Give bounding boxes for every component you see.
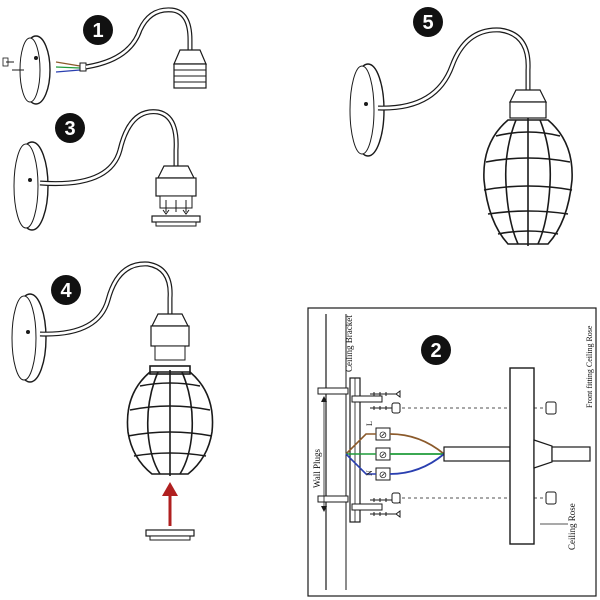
flex-cable [443,446,511,462]
step-number-3: 3 [64,118,75,140]
cage-shade [483,118,573,246]
step-badge-4 [51,275,81,305]
step-number-4: 4 [60,280,72,302]
step-number-2: 2 [430,340,441,362]
wall-plugs-label: Wall Plugs [312,448,322,488]
ceiling-bracket-label: Ceiling Bracket [344,315,354,372]
terminal-symbol-earth: ⊘ [379,450,387,461]
step-number-1: 1 [92,20,103,42]
terminal-symbol-live: ⊘ [379,430,387,441]
wire-brown [55,61,81,67]
shade-ring [151,215,201,223]
step-badge-5 [413,7,443,37]
ceiling-rose [509,367,535,545]
goose-neck-arm [377,27,531,111]
shade-ring [145,529,195,537]
step-badge-1 [83,15,113,45]
step-2-panel: ⊘ ⊘ ⊘ L N Ceiling Bracket Wall Plugs [307,307,597,597]
lamp-holder [157,165,195,179]
terminal-block-live: ⊘ [375,427,391,441]
terminal-symbol-neutral: ⊘ [379,470,387,481]
cage-shade [126,365,214,476]
wire-blue [345,453,376,475]
terminal-block-earth: ⊘ [375,447,391,461]
up-arrow-head [162,482,178,496]
ceiling-rose-label: Ceiling Rose [567,503,577,550]
lamp-holder [173,49,207,65]
wire-green [55,66,81,69]
wall-plug-bottom [317,495,383,511]
lamp-holder [151,313,189,327]
terminal-block-neutral: ⊘ [375,467,391,481]
step-badge-2 [421,335,451,365]
step-5-panel: 5 [349,7,573,246]
wire-blue [55,69,81,73]
terminal-label-l: L [365,421,374,426]
step-1-panel: 1 [2,7,207,105]
wall-plug-top [317,387,383,403]
step-badge-3 [55,113,85,143]
lamp-holder [509,89,547,103]
front-fitting-label: Front fitting Ceiling Rose [585,325,594,408]
step-number-5: 5 [422,12,433,34]
wire-brown [345,433,376,455]
step-3-panel: 3 [13,109,201,231]
step-4-panel: 4 [11,261,214,541]
terminal-label-n: N [365,470,374,476]
